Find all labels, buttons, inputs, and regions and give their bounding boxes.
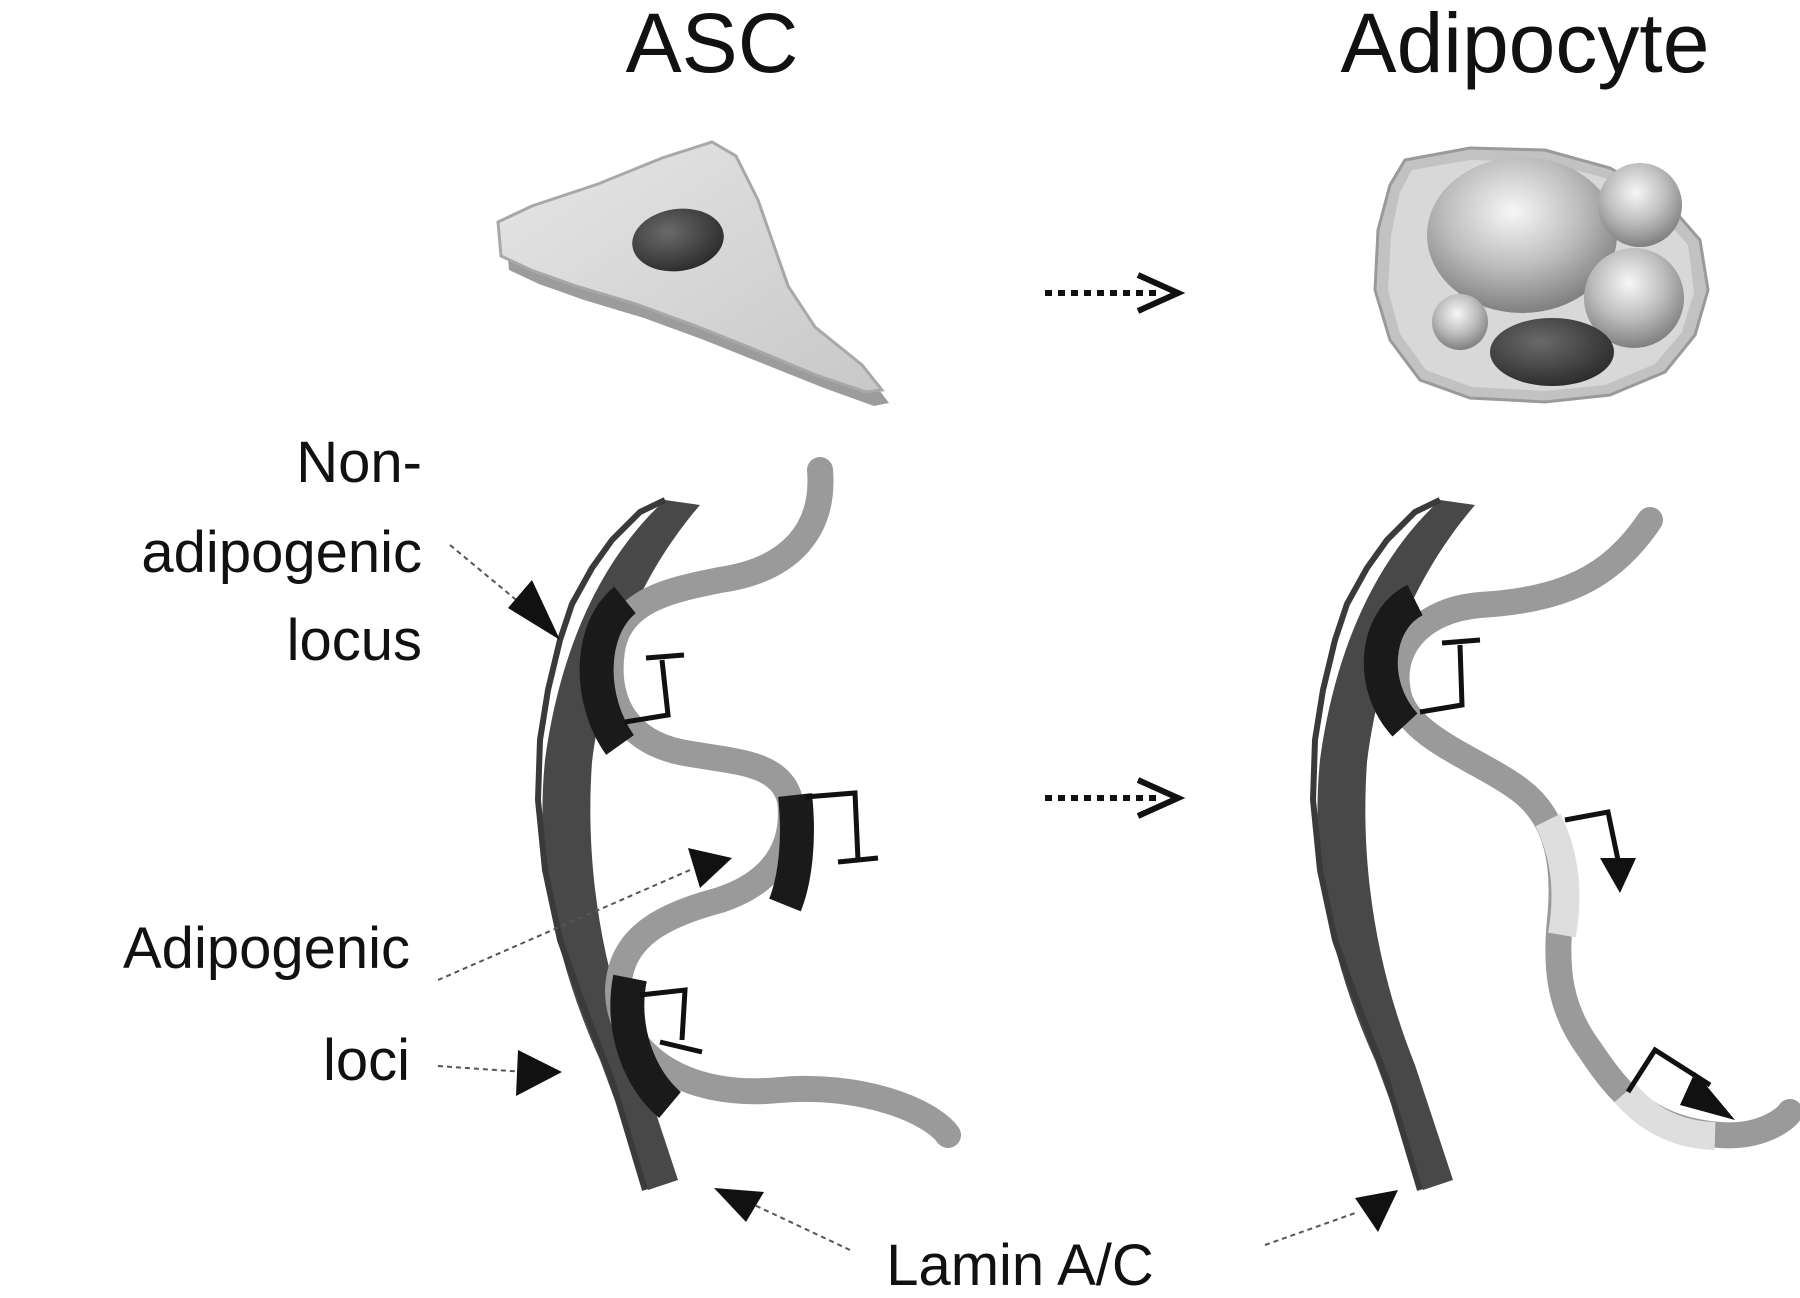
- title-adipocyte: Adipocyte: [1341, 0, 1710, 90]
- title-asc: ASC: [626, 0, 799, 90]
- lamin-right: [1317, 500, 1475, 1190]
- locus-repressed-bottom-left: [610, 974, 682, 1119]
- asc-cell-icon: [496, 140, 889, 406]
- locus-active-middle-right: [1535, 813, 1580, 938]
- label-adipogenic-2: loci: [323, 1028, 410, 1093]
- lipid-droplet-top-right-icon: [1598, 163, 1682, 247]
- asc-nucleus-icon: [632, 208, 724, 272]
- lipid-droplet-right-icon: [1584, 248, 1684, 348]
- label-lamin: Lamin A/C: [886, 1233, 1154, 1298]
- label-non-adipogenic-1: Non-: [296, 430, 422, 495]
- repression-symbol-icon: [624, 652, 685, 725]
- dotted-arrow-icon: [1045, 777, 1186, 819]
- pointer-adipogenic-bottom: [437, 1050, 562, 1096]
- pointer-adipogenic-middle: [437, 848, 732, 981]
- label-non-adipogenic-2: adipogenic: [141, 520, 422, 585]
- pointer-lamin-right: [1264, 1190, 1398, 1246]
- adipocyte-cell-icon: [1373, 146, 1710, 404]
- dotted-arrow-icon: [1045, 272, 1186, 314]
- label-non-adipogenic-3: locus: [287, 608, 422, 673]
- locus-repressed-top-left: [579, 586, 637, 755]
- repression-symbol-icon: [804, 790, 879, 865]
- repression-symbol-icon: [1419, 637, 1481, 715]
- chromatin-fiber-right: [1383, 507, 1800, 1149]
- adipocyte-nucleus-icon: [1490, 318, 1614, 386]
- label-adipogenic-1: Adipogenic: [123, 916, 410, 981]
- locus-repressed-top-right: [1363, 584, 1424, 737]
- pointer-non-adipogenic: [449, 544, 560, 640]
- locus-repressed-middle-left: [769, 793, 814, 912]
- lipid-droplet-large-icon: [1427, 157, 1617, 313]
- activation-arrow-icon: [1564, 809, 1636, 893]
- pointer-lamin-left: [714, 1188, 851, 1251]
- activation-arrow-icon: [1625, 1046, 1735, 1120]
- lipid-droplet-small-icon: [1432, 294, 1488, 350]
- locus-active-bottom-right: [1614, 1083, 1716, 1150]
- repression-symbol-icon: [639, 987, 703, 1055]
